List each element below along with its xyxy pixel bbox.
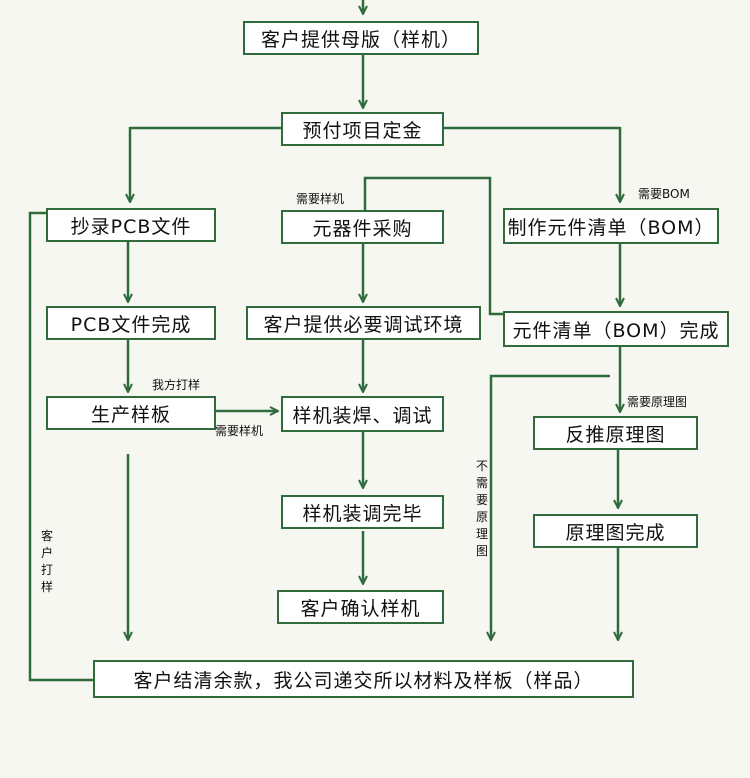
- node-purchase: 元器件采购: [281, 210, 444, 244]
- node-reverse: 反推原理图: [533, 416, 698, 450]
- node-sample-board: 客户提供母版（样机）: [243, 21, 479, 55]
- node-bom-done: 元件清单（BOM）完成: [503, 311, 729, 347]
- node-copy-pcb: 抄录PCB文件: [46, 208, 216, 242]
- label-need-bom: 需要BOM: [638, 187, 690, 201]
- label-need-sample-2: 需要样机: [215, 424, 264, 438]
- label-need-schematic: 需要原理图: [627, 395, 688, 409]
- node-pcb-done: PCB文件完成: [46, 306, 216, 340]
- label-customer-proof: 客户打样: [40, 529, 53, 594]
- node-assemble: 样机装焊、调试: [281, 396, 444, 432]
- label-we-proof: 我方打样: [152, 378, 201, 392]
- node-schematic-done: 原理图完成: [533, 514, 698, 548]
- line-customer-proof: [28, 211, 93, 682]
- node-debug-env: 客户提供必要调试环境: [246, 306, 481, 340]
- arrow-no-schematic: [491, 374, 610, 640]
- line-need-sample: [363, 176, 505, 316]
- node-final: 客户结清余款，我公司递交所以材料及样板（样品）: [93, 660, 634, 698]
- node-produce-board: 生产样板: [46, 396, 216, 430]
- node-make-bom: 制作元件清单（BOM）: [503, 208, 719, 244]
- label-no-schematic: 不需要原理图: [475, 459, 488, 558]
- node-assemble-done: 样机装调完毕: [281, 495, 444, 529]
- node-confirm: 客户确认样机: [277, 590, 444, 624]
- label-need-sample: 需要样机: [296, 192, 345, 206]
- node-deposit: 预付项目定金: [281, 112, 444, 146]
